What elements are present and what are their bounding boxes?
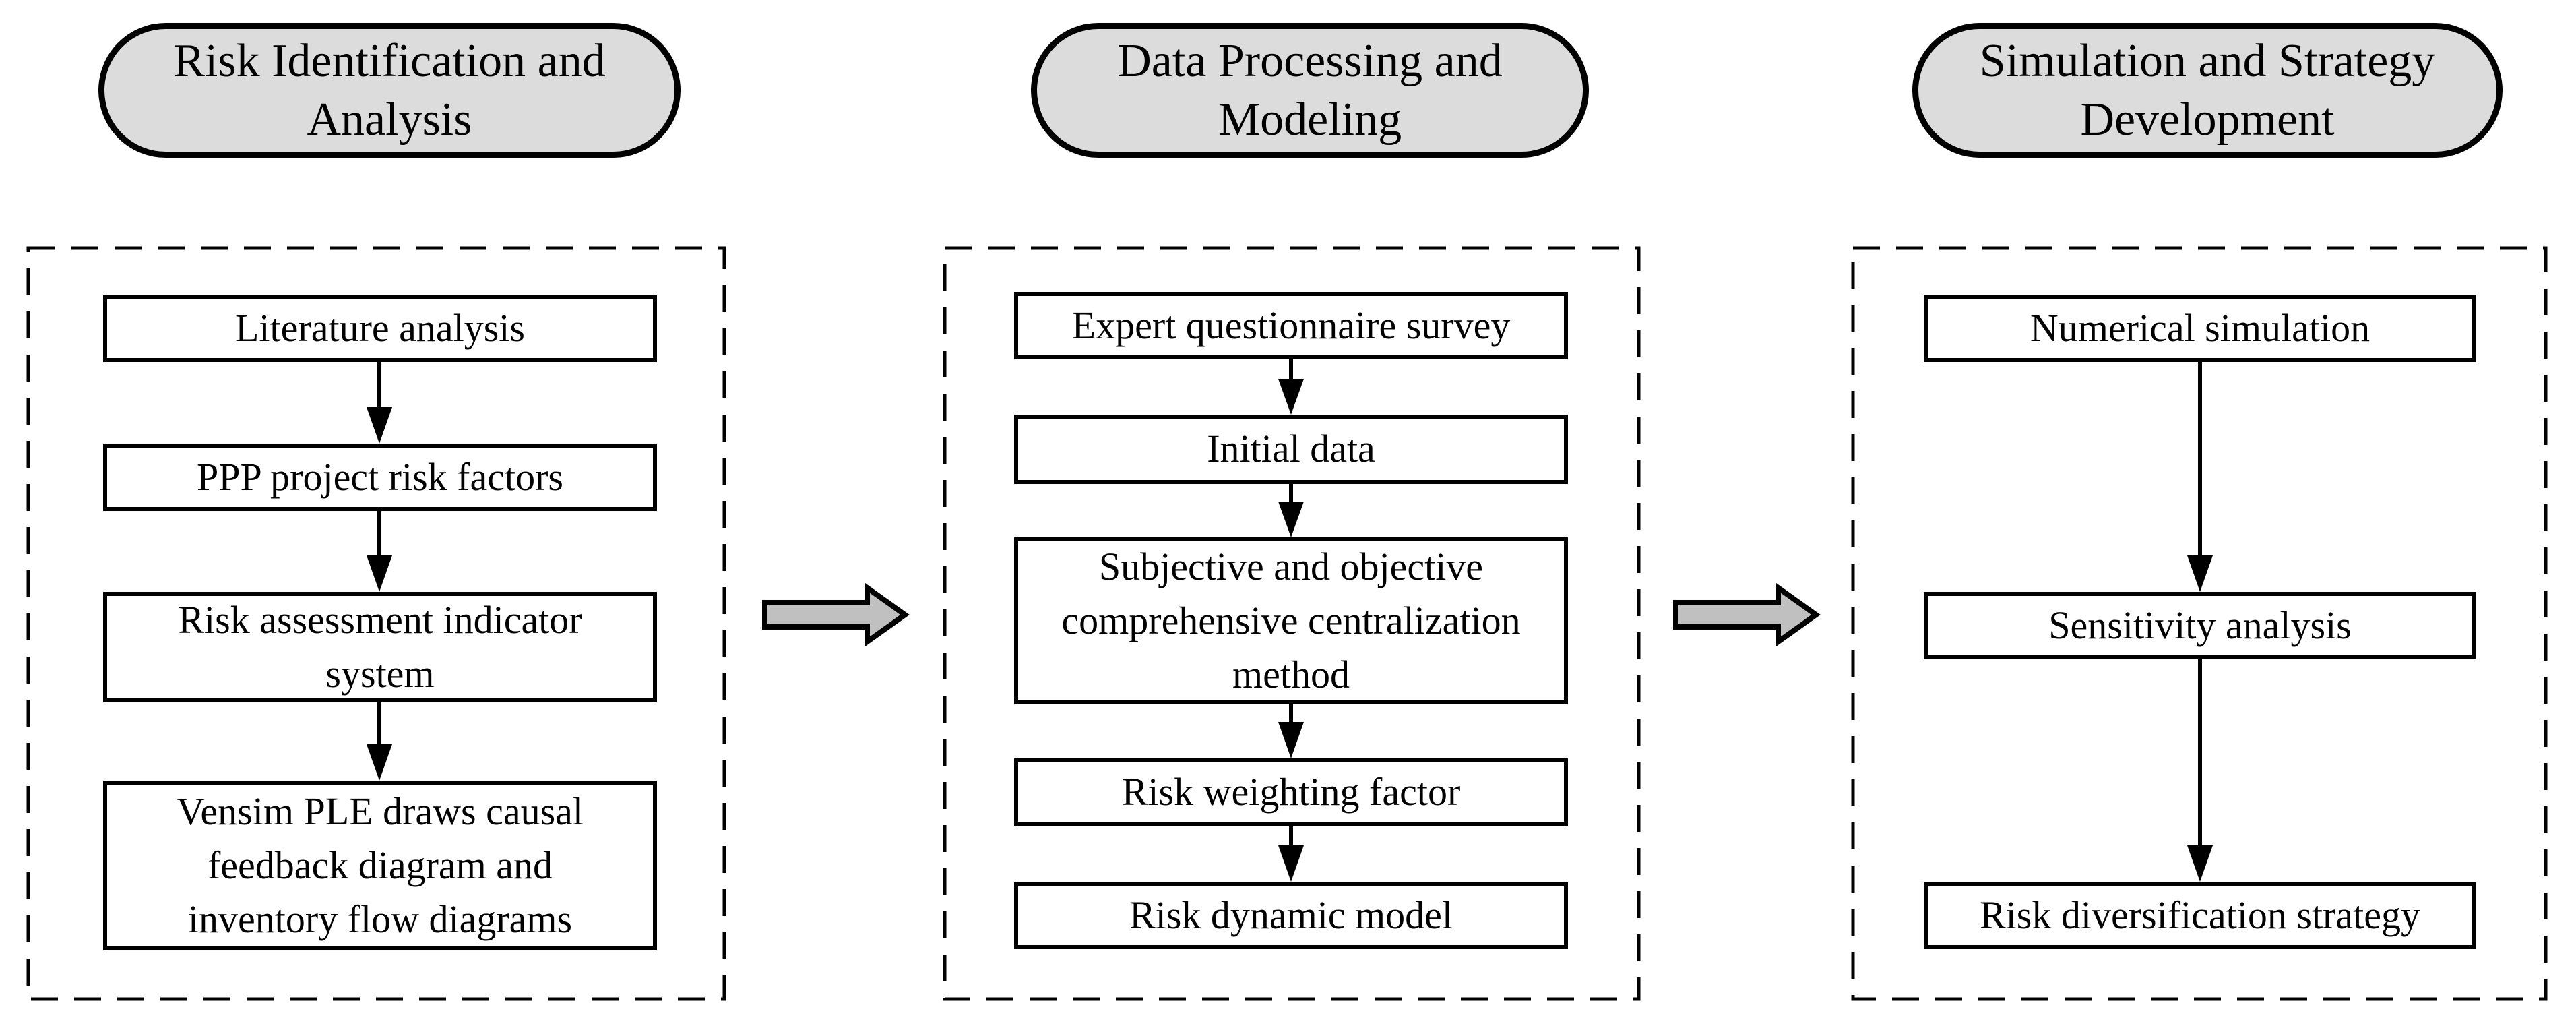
box-initial-data: Initial data bbox=[1014, 415, 1568, 484]
box-risk-indicator-system: Risk assessment indicator system bbox=[103, 592, 657, 702]
arrow-literature-to-ppp bbox=[367, 362, 392, 444]
phase-2-dashed-frame bbox=[943, 246, 1641, 1001]
arrowhead-icon bbox=[2187, 555, 2213, 592]
arrowhead-icon bbox=[1278, 722, 1304, 758]
phase-2-header: Data Processing and Modeling bbox=[1031, 23, 1589, 158]
arrow-simulation-to-sensitivity bbox=[2187, 362, 2213, 592]
arrowhead-icon bbox=[1278, 845, 1304, 882]
arrow-weighting-to-dynamic bbox=[1278, 826, 1304, 882]
phase-1-dashed-frame bbox=[26, 246, 726, 1001]
box-risk-weighting-factor: Risk weighting factor bbox=[1014, 758, 1568, 826]
box-sensitivity-analysis: Sensitivity analysis bbox=[1924, 592, 2476, 659]
box-vensim-ple-diagrams: Vensim PLE draws causal feedback diagram… bbox=[103, 781, 657, 950]
box-risk-diversification-strategy: Risk diversification strategy bbox=[1924, 882, 2476, 949]
phase2-to-phase3-block-arrow bbox=[1673, 582, 1821, 647]
box-ppp-risk-factors: PPP project risk factors bbox=[103, 444, 657, 511]
arrowhead-icon bbox=[2187, 845, 2213, 882]
arrowhead-icon bbox=[367, 555, 392, 592]
arrowhead-icon bbox=[367, 744, 392, 781]
arrow-ppp-to-indicator bbox=[367, 511, 392, 592]
box-literature-analysis: Literature analysis bbox=[103, 295, 657, 362]
box-centralization-method: Subjective and objective comprehensive c… bbox=[1014, 537, 1568, 704]
box-expert-survey: Expert questionnaire survey bbox=[1014, 292, 1568, 359]
phase-1-header: Risk Identification and Analysis bbox=[98, 23, 681, 158]
phase-3-dashed-frame bbox=[1851, 246, 2548, 1001]
arrow-sensitivity-to-strategy bbox=[2187, 659, 2213, 882]
phase1-to-phase2-block-arrow bbox=[762, 582, 910, 647]
arrowhead-icon bbox=[367, 407, 392, 444]
arrow-indicator-to-vensim bbox=[367, 702, 392, 781]
box-numerical-simulation: Numerical simulation bbox=[1924, 295, 2476, 362]
arrowhead-icon bbox=[1278, 379, 1304, 415]
phase-3-header: Simulation and Strategy Development bbox=[1912, 23, 2503, 158]
box-risk-dynamic-model: Risk dynamic model bbox=[1014, 882, 1568, 949]
arrow-method-to-weighting bbox=[1278, 704, 1304, 758]
arrow-survey-to-initial bbox=[1278, 359, 1304, 415]
arrowhead-icon bbox=[1278, 502, 1304, 537]
arrow-initial-to-method bbox=[1278, 484, 1304, 537]
